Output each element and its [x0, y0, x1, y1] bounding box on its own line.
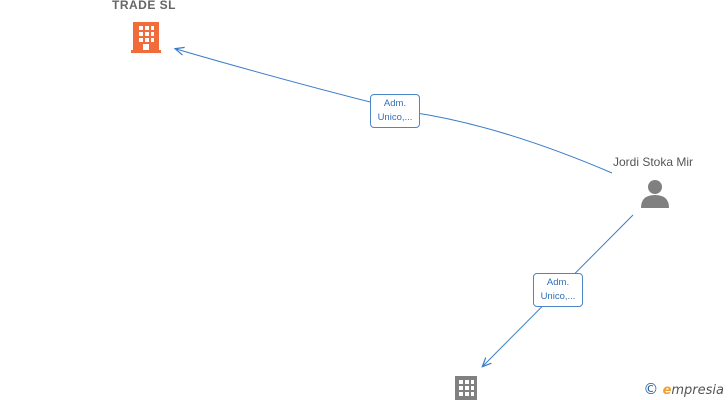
company-top-label[interactable]: TRADE SL [112, 0, 176, 12]
person-icon[interactable] [641, 180, 669, 208]
building-icon[interactable] [455, 376, 477, 400]
edge-label-line2: Unico,... [540, 291, 576, 302]
person-label[interactable]: Jordi Stoka Mir [613, 155, 694, 169]
edge-label-top[interactable]: Adm. Unico,... [370, 94, 420, 128]
edge-label-line1: Adm. [383, 98, 407, 109]
edge-label-bottom[interactable]: Adm. Unico,... [533, 273, 583, 307]
edge-label-line2: Unico,... [377, 112, 413, 123]
edge-label-line1: Adm. [546, 277, 570, 288]
copyright-icon: © [643, 380, 659, 398]
brand-name: mpresia [671, 383, 724, 398]
building-icon[interactable] [131, 22, 161, 53]
brand-initial: e [662, 383, 672, 398]
empresia-watermark: © empresia [643, 380, 724, 398]
